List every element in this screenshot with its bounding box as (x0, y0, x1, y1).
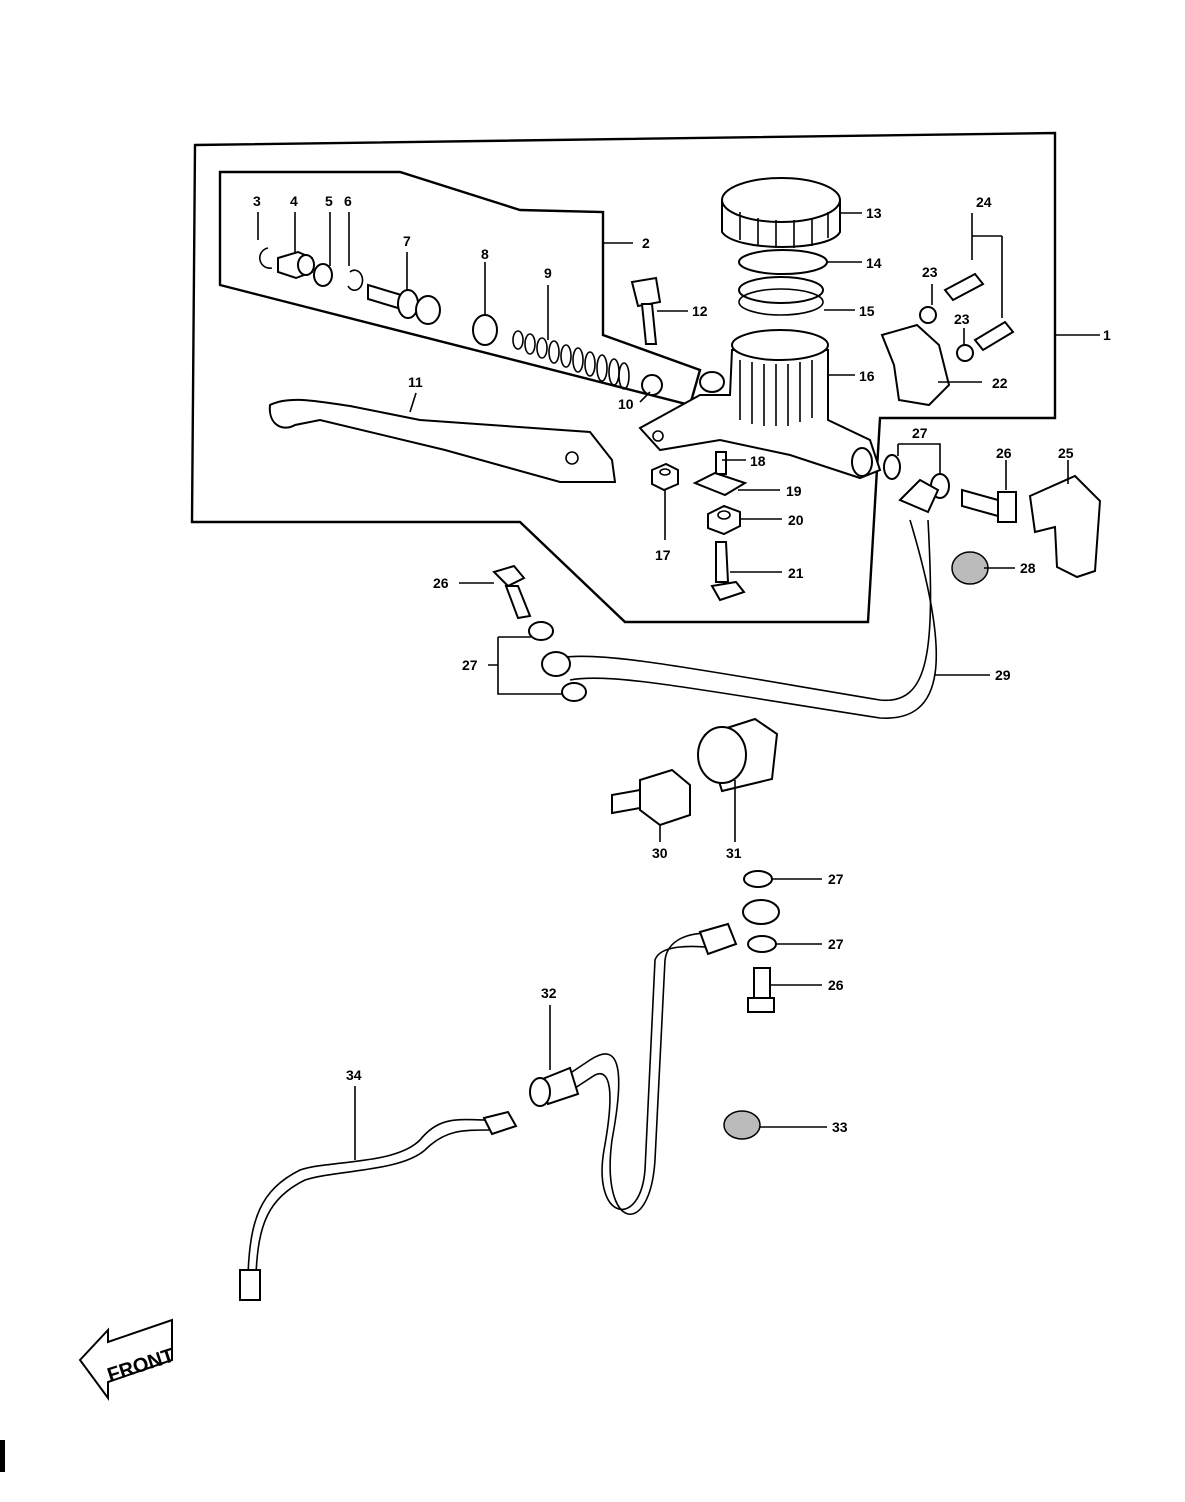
callout-3: 3 (253, 193, 261, 209)
banjo-bolt-26c-part (747, 967, 775, 1013)
callout-6: 6 (344, 193, 352, 209)
washer-10-part (641, 374, 663, 396)
callout-18: 18 (750, 453, 766, 469)
assembly-box-1 (190, 131, 1057, 624)
washer-27f-part (747, 935, 777, 953)
bolt-24-part (943, 272, 1015, 352)
brake-hose-32-part (529, 922, 738, 1216)
cup-part (313, 263, 333, 287)
circlip-part (259, 247, 273, 269)
callout-27c: 27 (828, 871, 844, 887)
callout-26c: 26 (828, 977, 844, 993)
pin-18-part (715, 451, 727, 475)
callout-25: 25 (1058, 445, 1074, 461)
callout-29: 29 (995, 667, 1011, 683)
switch-30-part (611, 768, 691, 827)
push-rod-part (367, 283, 441, 325)
callout-33: 33 (832, 1119, 848, 1135)
spring-part (512, 330, 630, 390)
callout-32: 32 (541, 985, 557, 1001)
callout-7: 7 (403, 233, 411, 249)
callout-26a: 26 (996, 445, 1012, 461)
callout-34: 34 (346, 1067, 362, 1083)
callout-19: 19 (786, 483, 802, 499)
callout-26b: 26 (433, 575, 449, 591)
clamp-part (880, 323, 951, 407)
callout-31: 31 (726, 845, 742, 861)
callout-16: 16 (859, 368, 875, 384)
cover-31-part (697, 717, 779, 793)
screw-21-part (710, 541, 746, 602)
nut-17-part (651, 462, 679, 492)
cap-28-part (951, 551, 989, 585)
callout-22: 22 (992, 375, 1008, 391)
washer-27d-part (561, 682, 587, 702)
banjo-bolt-26a-part (961, 488, 1017, 523)
callout-14: 14 (866, 255, 882, 271)
callout-28: 28 (1020, 560, 1036, 576)
callout-15: 15 (859, 303, 875, 319)
seal-clip-part (347, 269, 364, 291)
callout-12: 12 (692, 303, 708, 319)
edge-mark (0, 1440, 5, 1472)
callout-13: 13 (866, 205, 882, 221)
cap-33-part (723, 1110, 761, 1140)
bolt-12-part (630, 276, 662, 345)
callout-30: 30 (652, 845, 668, 861)
callout-17: 17 (655, 547, 671, 563)
washer-23b-part (956, 344, 974, 362)
callout-9: 9 (544, 265, 552, 281)
callout-11: 11 (408, 374, 423, 390)
nut-20-part (707, 504, 741, 536)
callout-27a: 27 (912, 425, 928, 441)
front-direction-arrow: FRONT (78, 1318, 177, 1402)
assembly-box-2 (218, 170, 702, 407)
diaphragm-part (738, 276, 824, 316)
washer-27a-part (883, 454, 901, 480)
callout-23b: 23 (954, 311, 970, 327)
callout-1: 1 (1103, 327, 1111, 343)
callout-20: 20 (788, 512, 804, 528)
reservoir-cap-part (721, 177, 841, 248)
callout-4: 4 (290, 193, 298, 209)
brake-hose-29-part (541, 478, 940, 719)
ring-part (472, 314, 498, 346)
diaphragm-plate-part (738, 249, 828, 275)
banjo-bolt-26b-part (492, 564, 532, 620)
banjo-fitting-part (742, 899, 780, 925)
callout-27b: 27 (462, 657, 478, 673)
lever-part (268, 398, 617, 483)
brake-pipe-34-part (239, 1110, 518, 1301)
boot-part (1028, 474, 1102, 579)
washer-23a-part (919, 306, 937, 324)
callout-23a: 23 (922, 264, 938, 280)
master-cylinder-body-part (638, 329, 882, 480)
callout-27d: 27 (828, 936, 844, 952)
plate-19-part (692, 471, 748, 497)
callout-10: 10 (618, 396, 634, 412)
callout-8: 8 (481, 246, 489, 262)
washer-27e-part (743, 870, 773, 888)
callout-5: 5 (325, 193, 333, 209)
washer-27c-part (528, 621, 554, 641)
callout-24: 24 (976, 194, 992, 210)
piston-part (277, 250, 315, 280)
callout-2: 2 (642, 235, 650, 251)
callout-21: 21 (788, 565, 804, 581)
leader-lines (257, 212, 1100, 1160)
